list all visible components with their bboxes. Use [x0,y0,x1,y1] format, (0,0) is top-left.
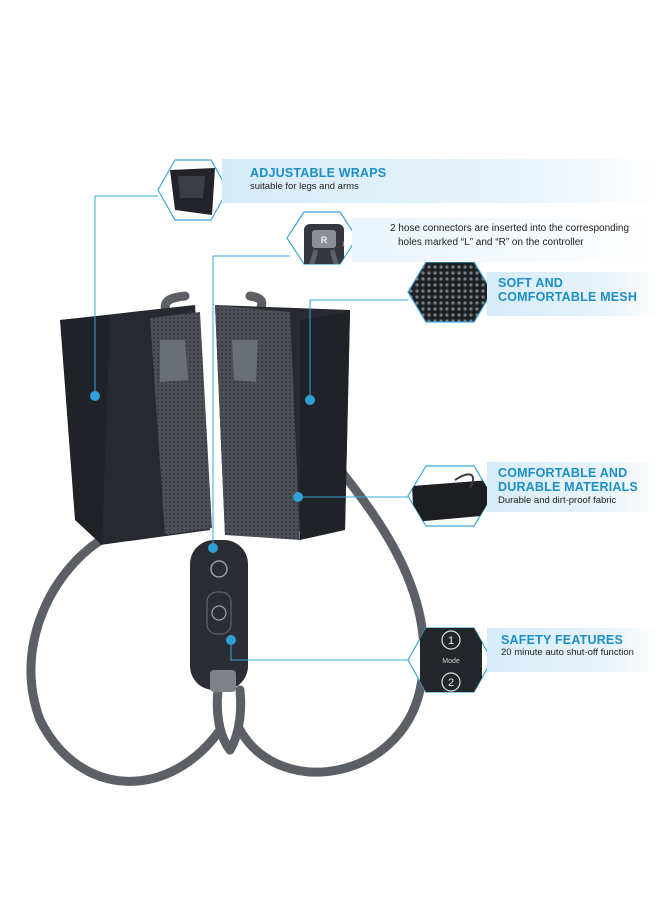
callout-band-materials [487,462,660,512]
safety-subtitle: 20 minute auto shut-off function [501,647,634,658]
wrap-photo [157,159,229,221]
callout-band-mesh [487,272,660,316]
adjustable-wraps-title: ADJUSTABLE WRAPS [250,166,387,180]
materials-title-line-2: DURABLE MATERIALS [498,480,638,494]
button-2-label: 2 [448,677,454,689]
leader-dots [90,391,315,645]
adjustable-wraps-subtitle: suitable for legs and arms [250,181,359,192]
fabric-photo [407,465,493,527]
materials-title-line-1: COMFORTABLE AND [498,466,628,480]
mode-label: Mode [442,658,460,665]
connectors-line-1: 2 hose connectors are inserted into the … [390,223,630,234]
mesh-title-line-2: COMFORTABLE MESH [498,290,638,304]
controller [190,540,248,692]
connector-r-label: R [321,235,328,245]
callout-band-connectors [352,218,660,262]
callout-band-wraps [222,159,660,203]
mesh-photo [407,261,493,323]
safety-title: SAFETY FEATURES [501,633,623,647]
connector-l-label: L [342,242,346,248]
materials-subtitle: Durable and dirt-proof fabric [498,495,617,506]
button-1-label: 1 [448,635,454,647]
callout-band-safety [487,628,660,672]
left-leg-wrap [60,305,212,545]
mesh-title-line-1: SOFT AND [498,276,564,290]
leader-lines [94,195,408,661]
connector-photo: R L [286,211,358,265]
connectors-line-2: holes marked “L” and “R” on the controll… [398,237,584,248]
right-leg-wrap [215,305,350,540]
buttons-photo: 1 Mode 2 [407,627,493,693]
